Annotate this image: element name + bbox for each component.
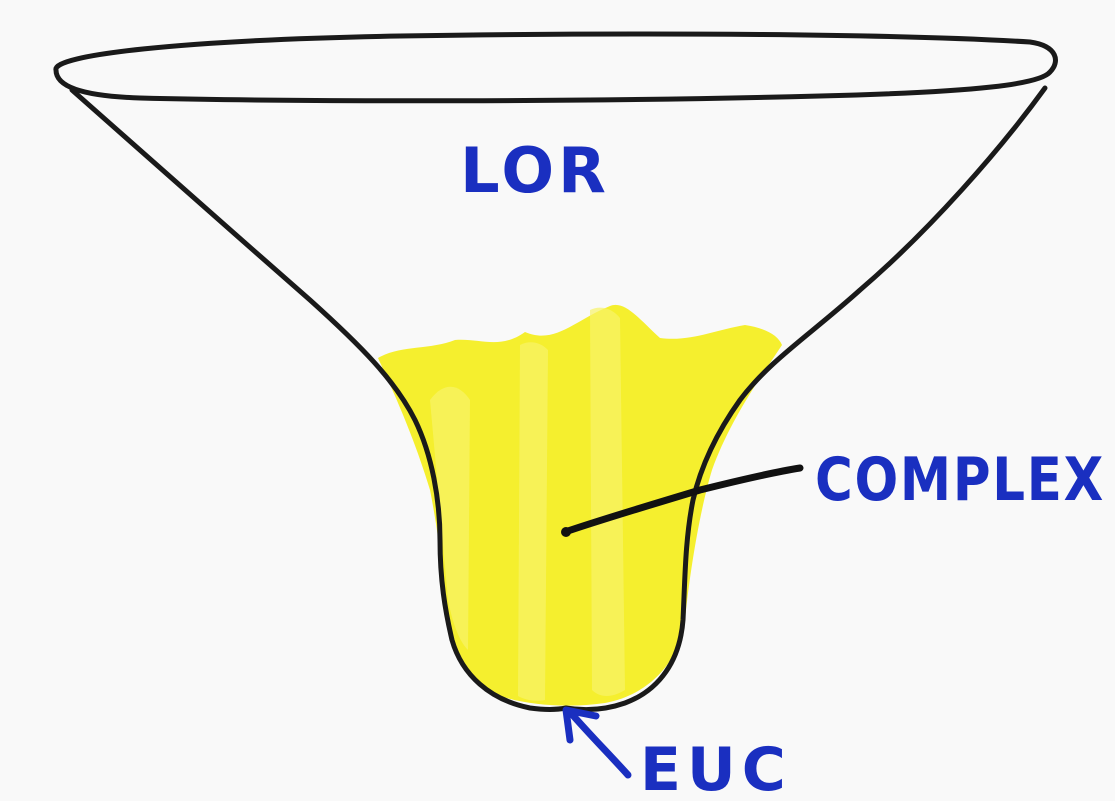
euc-arrow	[566, 710, 628, 775]
funnel-rim	[56, 34, 1056, 101]
label-complex: COMPLEX	[815, 445, 1105, 515]
label-lor: LOR	[460, 134, 610, 207]
label-euc: EUC	[640, 735, 792, 801]
